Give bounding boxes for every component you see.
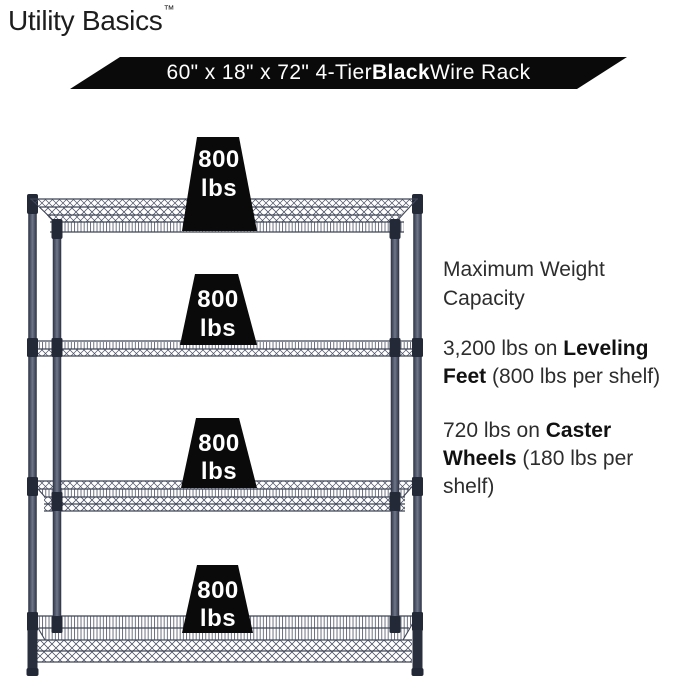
spec-leveling-suffix: (800 lbs per shelf) [486, 365, 661, 388]
spec-caster-bold: Caster Wheels [443, 419, 612, 470]
weight-icon [180, 274, 257, 345]
rack-collars-back [27, 338, 423, 631]
spec-leveling-bold: Leveling Feet [443, 337, 649, 388]
rack-collars-front [51, 338, 401, 633]
brand-name: Utility Basics [8, 5, 163, 36]
brand-logo: Utility Basics™ [8, 4, 175, 37]
rack-post-front-right [389, 219, 401, 633]
banner-product-text: Wire Rack [430, 61, 531, 84]
rack-post-back-right [412, 194, 423, 637]
product-title-banner: 60" x 18" x 72" 4-Tier Black Wire Rack [70, 57, 627, 89]
trademark-symbol: ™ [163, 4, 175, 16]
weight-icon [181, 418, 257, 488]
banner-dimension-text: 60" x 18" x 72" 4-Tier [166, 61, 372, 84]
rack-post-back-left [27, 194, 38, 637]
spec-leveling-prefix: 3,200 lbs on [443, 337, 564, 360]
spec-leveling-feet: 3,200 lbs on Leveling Feet (800 lbs per … [443, 335, 679, 391]
rack-post-front-left [51, 219, 63, 633]
rack-leveling-feet [26, 630, 424, 676]
weight-icon [182, 137, 257, 231]
info-panel: Maximum Weight Capacity 3,200 lbs on Lev… [443, 255, 679, 501]
spec-caster-wheels: 720 lbs on Caster Wheels (180 lbs per sh… [443, 417, 679, 501]
banner-color-text: Black [371, 61, 431, 84]
max-weight-heading: Maximum Weight Capacity [443, 258, 605, 310]
spec-caster-prefix: 720 lbs on [443, 419, 546, 442]
spec-caster-suffix: (180 lbs per shelf) [443, 447, 634, 498]
weight-icon [182, 565, 253, 633]
